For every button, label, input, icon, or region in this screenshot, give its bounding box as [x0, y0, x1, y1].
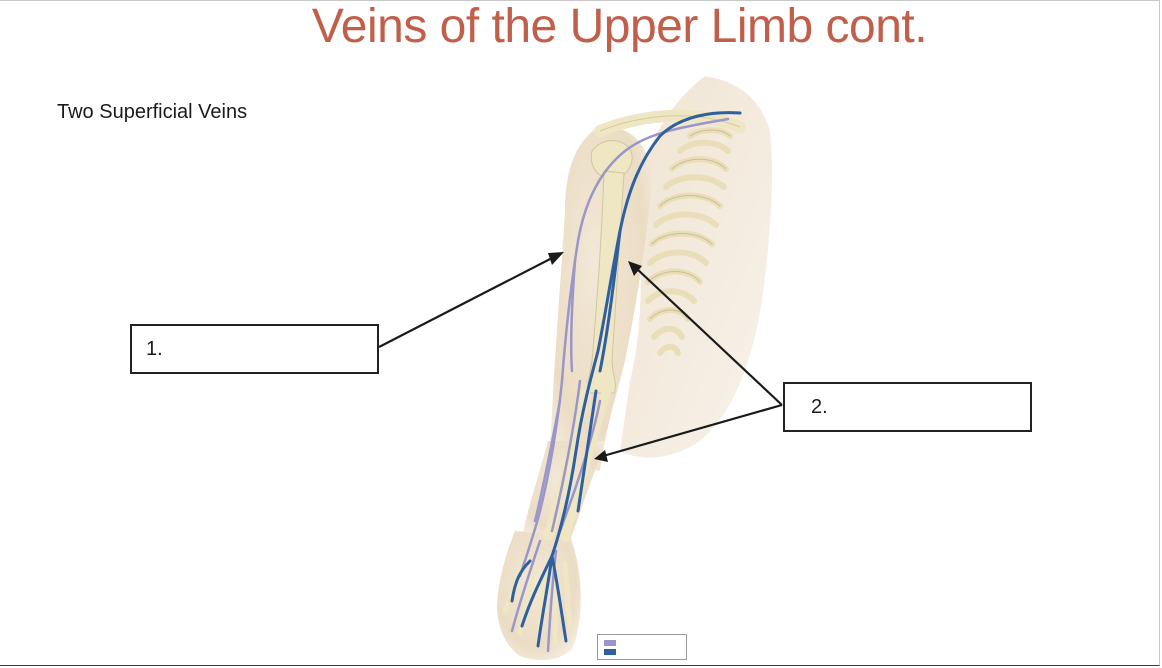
torso-silhouette: [620, 76, 773, 458]
leader-lines: [378, 255, 783, 458]
arrowhead-2b: [594, 450, 608, 462]
leader-line-2b: [602, 403, 783, 458]
color-legend: [597, 634, 687, 660]
label-box-1[interactable]: 1.: [130, 324, 379, 374]
humerus-bone: [587, 170, 625, 394]
superficial-veins: [510, 117, 730, 653]
label-box-2[interactable]: 2.: [783, 382, 1032, 432]
hand: [497, 531, 581, 661]
label-box-1-text: 1.: [146, 337, 163, 360]
deep-veins: [510, 111, 742, 648]
label-box-2-text: 2.: [811, 395, 828, 418]
slide-title: Veins of the Upper Limb cont.: [311, 0, 928, 53]
legend-swatch-deep: [604, 649, 616, 655]
leader-line-2a: [635, 267, 783, 406]
ulna-bone: [543, 388, 590, 541]
arrowhead-2a: [628, 261, 642, 276]
slide-subtitle: Two Superficial Veins: [57, 101, 248, 123]
arrowheads: [548, 252, 642, 462]
humerus-head: [590, 140, 633, 180]
leader-line-1: [378, 255, 557, 348]
arrowhead-1: [548, 252, 564, 265]
legend-swatch-superficial: [604, 640, 616, 646]
